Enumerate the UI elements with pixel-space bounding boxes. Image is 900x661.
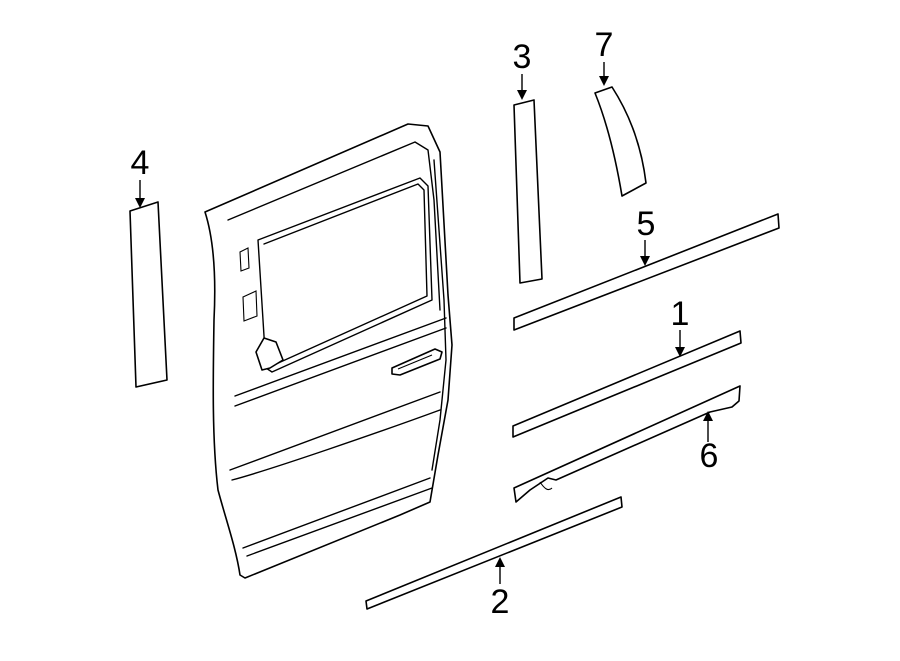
callout-4: 4 [131, 144, 150, 182]
leader-line-6 [703, 411, 713, 442]
leader-line-7 [599, 62, 609, 86]
leader-line-4 [135, 180, 145, 208]
part-6-molding [513, 385, 741, 503]
part-2-molding [365, 496, 623, 610]
callout-5: 5 [637, 205, 656, 243]
callout-1: 1 [671, 295, 690, 333]
part-7-applique [594, 86, 647, 197]
part-4-applique [129, 201, 168, 388]
leader-line-2 [495, 557, 505, 584]
part-5-molding [513, 213, 780, 331]
leader-line-1 [675, 330, 685, 357]
callout-3: 3 [513, 38, 532, 76]
callout-2: 2 [491, 583, 510, 621]
sliding-door-panel [204, 123, 453, 579]
callout-7: 7 [595, 26, 614, 64]
part-3-applique [513, 99, 543, 284]
callout-6: 6 [700, 437, 719, 475]
part-1-molding [512, 330, 742, 438]
leader-line-5 [640, 240, 650, 266]
leader-line-3 [517, 74, 527, 100]
